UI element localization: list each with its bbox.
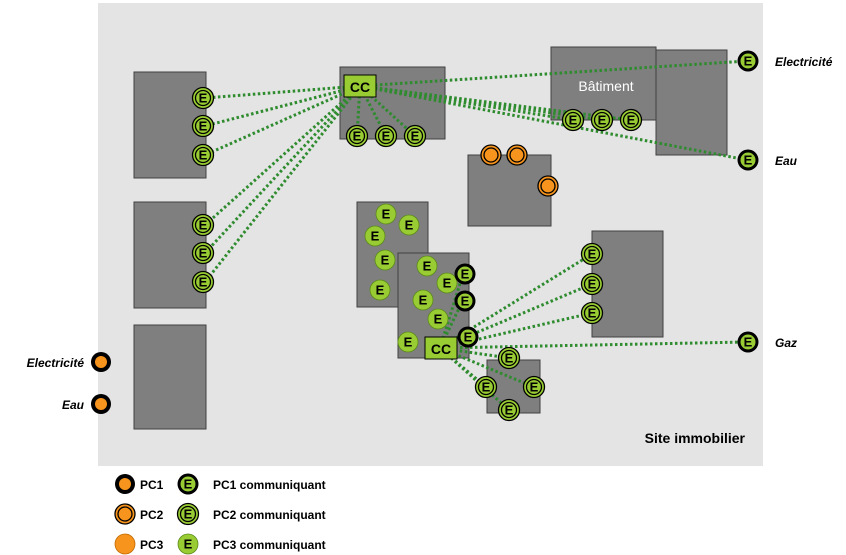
meter-pc2-communicating [191, 213, 215, 237]
legend-pc3-label: PC3 [140, 538, 164, 552]
legend-pc2-communicating-label: PC2 communiquant [213, 508, 326, 522]
meter-pc2-communicating [474, 375, 498, 399]
meter-pc2-communicating [580, 272, 604, 296]
supply-electricity-right-meter [737, 50, 759, 72]
meter-pc1-communicating [454, 263, 476, 285]
site-label: Site immobilier [645, 430, 746, 446]
meter-pc3-communicating [374, 249, 396, 271]
meter-pc2-communicating [191, 114, 215, 138]
meter-pc2 [480, 144, 502, 166]
meter-pc3-communicating [436, 272, 458, 294]
legend-pc2-communicating-icon [176, 502, 200, 526]
meter-pc3-communicating [416, 255, 438, 277]
meter-pc2-communicating [580, 242, 604, 266]
meter-pc3-communicating [364, 225, 386, 247]
supply-water-left-label: Eau [62, 398, 85, 412]
supply-water-left-meter [91, 394, 111, 414]
concentrator-top: CC [343, 74, 377, 98]
building-right-mid [591, 230, 664, 338]
building-center [467, 154, 552, 227]
supply-gas-right-meter [737, 331, 759, 353]
legend-pc2-label: PC2 [140, 508, 164, 522]
supply-gas-right-label: Gaz [775, 336, 797, 350]
meter-pc2-communicating [191, 241, 215, 265]
meter-pc2-communicating [403, 124, 427, 148]
meter-pc2-communicating [522, 375, 546, 399]
meter-pc2-communicating [561, 108, 585, 132]
legend-pc3-communicating-label: PC3 communiquant [213, 538, 326, 552]
building-left-bottom [133, 324, 207, 430]
meter-pc3-communicating [375, 203, 397, 225]
legend-pc1-communicating-icon [177, 473, 199, 495]
legend-pc3-communicating-icon [177, 533, 199, 555]
meter-pc2 [506, 144, 528, 166]
meter-pc2-communicating [590, 108, 614, 132]
concentrator-bottom-label: CC [431, 341, 451, 357]
supply-electricity-left-label: Electricité [27, 356, 85, 370]
legend-pc1-icon [115, 474, 135, 494]
meter-pc3-communicating [369, 279, 391, 301]
concentrator-top-label: CC [350, 79, 370, 95]
legend-pc1-communicating-label: PC1 communiquant [213, 478, 326, 492]
meter-pc2-communicating [191, 86, 215, 110]
supply-water-right-meter [737, 149, 759, 171]
legend-pc1-label: PC1 [140, 478, 164, 492]
meter-pc2-communicating [619, 108, 643, 132]
building-main-wing [655, 49, 728, 156]
concentrator-bottom: CC [424, 336, 458, 360]
supply-electricity-left-meter [91, 352, 111, 372]
meter-pc2-communicating [191, 270, 215, 294]
meter-pc1-communicating [457, 326, 479, 348]
meter-pc3-communicating [398, 214, 420, 236]
supply-electricity-right-label: Electricité [775, 55, 833, 69]
meter-pc3-communicating [412, 289, 434, 311]
legend-pc2-icon [114, 503, 136, 525]
meter-pc2-communicating [345, 124, 369, 148]
legend-pc3-icon [114, 533, 136, 555]
meter-pc2-communicating [497, 398, 521, 422]
legend: PC1 PC1 communiquant PC2 PC2 communiquan… [114, 473, 326, 555]
building-label: Bâtiment [578, 78, 633, 94]
meter-pc2-communicating [580, 301, 604, 325]
meter-pc2 [537, 175, 559, 197]
meter-pc3-communicating [397, 331, 419, 353]
meter-pc2-communicating [497, 346, 521, 370]
supply-water-right-label: Eau [775, 154, 798, 168]
meter-pc1-communicating [454, 290, 476, 312]
meter-pc3-communicating [427, 308, 449, 330]
meter-pc2-communicating [374, 124, 398, 148]
meter-pc2-communicating [191, 143, 215, 167]
